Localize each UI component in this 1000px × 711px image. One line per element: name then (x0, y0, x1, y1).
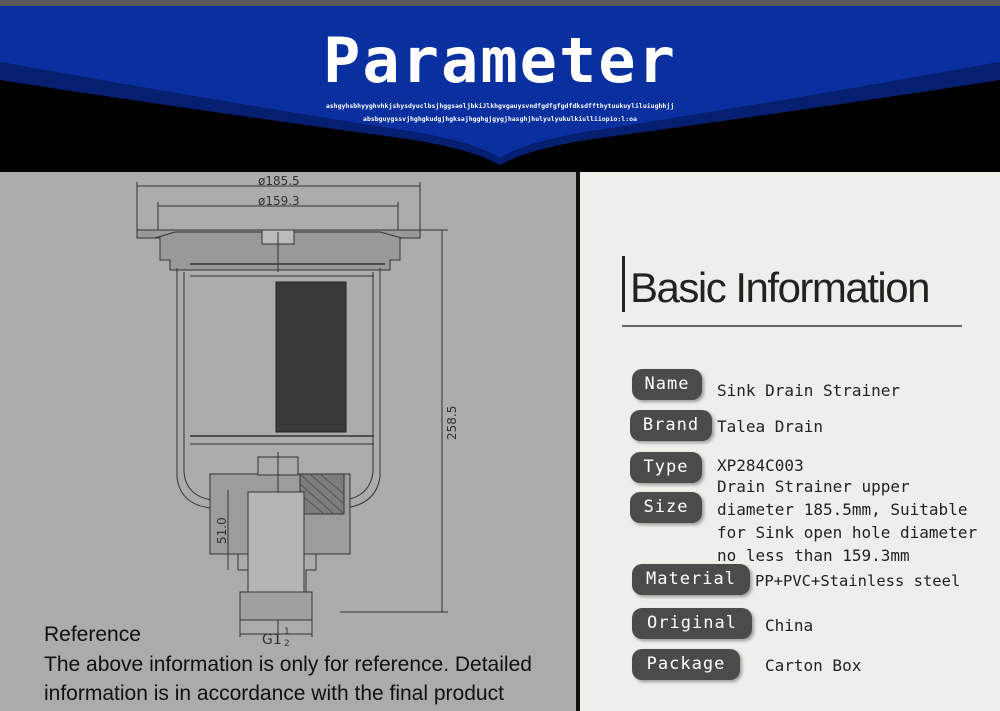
value-brand: Talea Drain (717, 417, 823, 436)
title-underline (622, 325, 962, 327)
dim-total-height: 258.5 (445, 406, 459, 440)
technical-drawing-panel: ø185.5 ø159.3 258.5 51.0 G1 1 2 Referenc… (0, 172, 576, 711)
strainer-drawing: ø185.5 ø159.3 258.5 51.0 G1 1 2 (136, 174, 459, 649)
label-brand: Brand (630, 410, 712, 441)
value-name: Sink Drain Strainer (717, 381, 901, 400)
basic-information-title: Basic Information (630, 264, 930, 311)
parameter-banner: Parameter ashgyhsbhyyghvhkjshysdyuclbsjh… (0, 0, 1000, 172)
value-type: XP284C003 (717, 456, 804, 475)
dim-thread-fraction-denominator: 2 (284, 639, 290, 649)
basic-information-panel: Basic Information Name Sink Drain Strain… (580, 172, 1000, 711)
value-size: Drain Strainer upper diameter 185.5mm, S… (717, 477, 978, 565)
banner-subtext-line1: ashgyhsbhyyghvhkjshysdyuclbsjhggsaoljbki… (325, 102, 675, 110)
dim-thread-size: G1 (262, 632, 282, 648)
label-package: Package (632, 649, 740, 680)
banner-subtext-line2: absbguygssvjhghgkudgjhgksajhgghgjgygjhas… (363, 115, 637, 123)
label-original: Original (632, 608, 752, 639)
dim-outer-diameter: ø185.5 (258, 174, 300, 188)
banner-title: Parameter (323, 24, 677, 97)
value-package: Carton Box (765, 656, 862, 675)
value-original: China (765, 616, 814, 635)
label-material: Material (632, 564, 750, 595)
label-size: Size (630, 492, 702, 523)
banner-background (0, 0, 1000, 172)
panel-divider (576, 172, 580, 711)
dim-thread-fraction-numerator: 1 (284, 627, 290, 637)
dim-lower-height: 51.0 (215, 517, 229, 544)
label-name: Name (632, 369, 702, 400)
reference-title: Reference (44, 623, 141, 646)
title-accent-mark (622, 256, 625, 312)
value-material: PP+PVC+Stainless steel (755, 572, 961, 590)
label-type: Type (630, 452, 702, 483)
dim-inner-diameter: ø159.3 (258, 194, 300, 208)
reference-text: The above information is only for refere… (44, 653, 532, 705)
